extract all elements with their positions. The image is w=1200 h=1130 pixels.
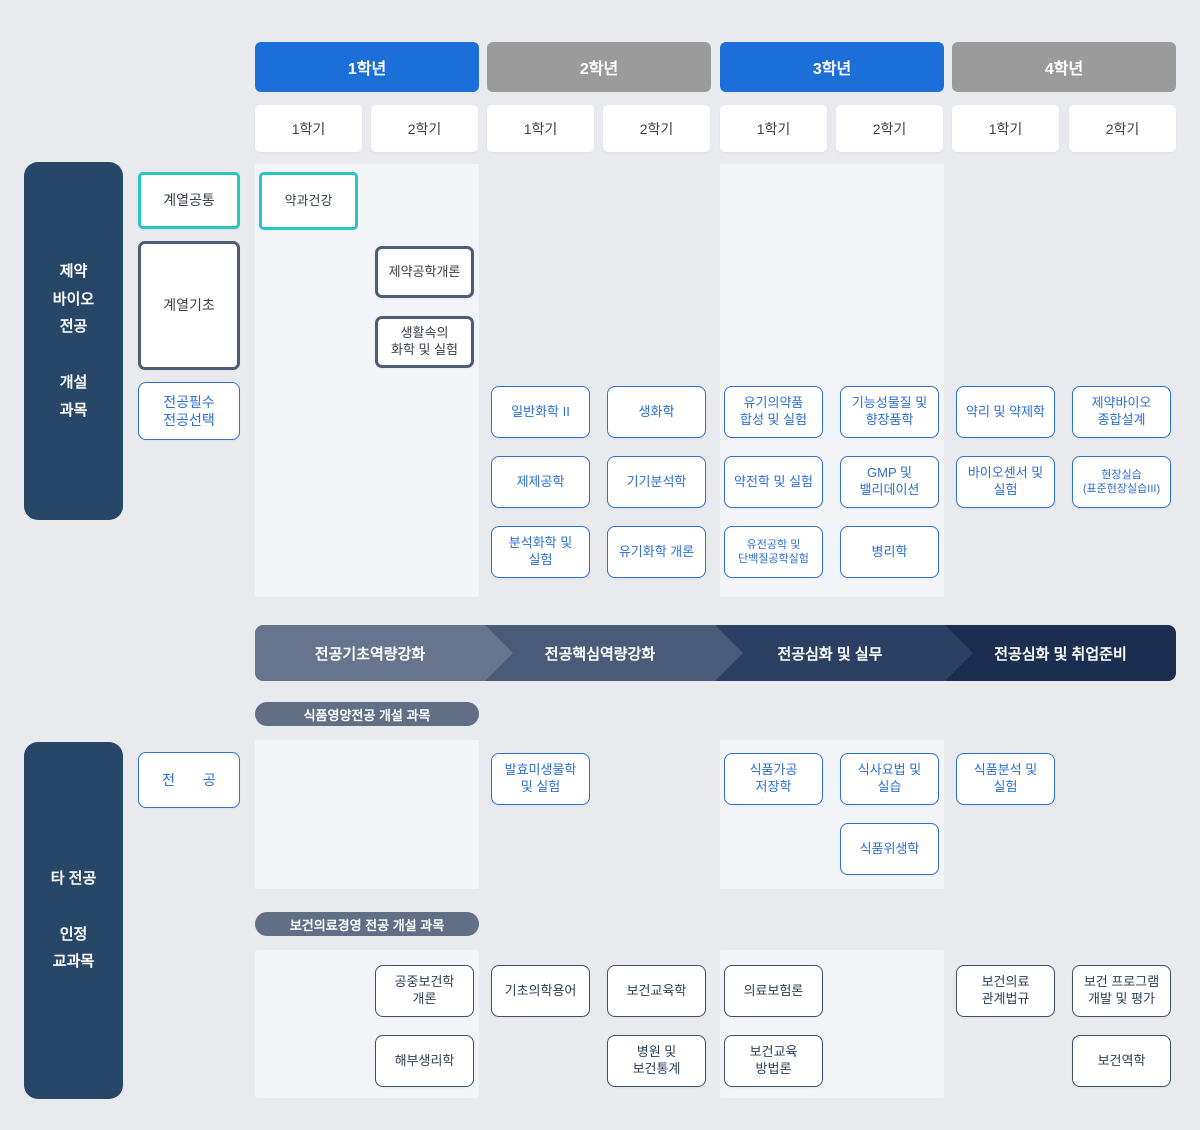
course-box: 제약바이오 종합설계	[1072, 386, 1171, 438]
course-box: 유전공학 및 단백질공학실험	[724, 526, 823, 578]
course-box: 약전학 및 실험	[724, 456, 823, 508]
course-box: 식품위생학	[840, 823, 939, 875]
legend-series-basic: 계열기초	[138, 241, 240, 370]
legend-series-common: 계열공통	[138, 172, 240, 229]
course-box: 제약공학개론	[375, 246, 474, 298]
course-box: 유기의약품 합성 및 실험	[724, 386, 823, 438]
year-header-3: 3학년	[720, 42, 944, 92]
course-box: 분석화학 및 실험	[491, 526, 590, 578]
panel-year3-top	[720, 164, 944, 597]
roadmap-step-label: 전공심화 및 취업준비	[994, 645, 1127, 663]
course-box: 유기화학 개론	[607, 526, 706, 578]
course-box: 기초의학용어	[491, 965, 590, 1017]
section-pill-health-care: 보건의료경영 전공 개설 과목	[255, 912, 479, 936]
course-box: 보건의료 관계법규	[956, 965, 1055, 1017]
legend-major: 전 공	[138, 752, 240, 808]
section-pill-food-nutrition: 식품영양전공 개설 과목	[255, 702, 479, 726]
course-box: 기능성물질 및 향장품학	[840, 386, 939, 438]
course-box: 공중보건학 개론	[375, 965, 474, 1017]
course-box: 의료보험론	[724, 965, 823, 1017]
sidebar-pharma-bio-major: 제약 바이오 전공 개설 과목	[24, 162, 123, 520]
course-box: 생활속의 화학 및 실험	[375, 316, 474, 368]
semester-header-y2s1: 1학기	[487, 105, 594, 152]
competency-roadmap-banner: 전공기초역량강화 전공핵심역량강화 전공심화 및 실무 전공심화 및 취업준비	[255, 625, 1176, 681]
course-box: 보건역학	[1072, 1035, 1171, 1087]
course-box: 보건교육학	[607, 965, 706, 1017]
year-header-4: 4학년	[952, 42, 1176, 92]
semester-header-y2s2: 2학기	[603, 105, 710, 152]
course-box: 병원 및 보건통계	[607, 1035, 706, 1087]
course-box: 약리 및 약제학	[956, 386, 1055, 438]
semester-header-y1s1: 1학기	[255, 105, 362, 152]
course-box: 일반화학 II	[491, 386, 590, 438]
course-box: 식품분석 및 실험	[956, 753, 1055, 805]
course-box: 생화학	[607, 386, 706, 438]
course-box: 보건 프로그램 개발 및 평가	[1072, 965, 1171, 1017]
sidebar-other-major-credit: 타 전공 인정 교과목	[24, 742, 123, 1099]
course-box: 현장실습 (표준현장실습III)	[1072, 456, 1171, 508]
year-header-2: 2학년	[487, 42, 711, 92]
year-header-1: 1학년	[255, 42, 479, 92]
roadmap-step-label: 전공심화 및 실무	[777, 645, 883, 663]
course-box: 병리학	[840, 526, 939, 578]
course-box: 제제공학	[491, 456, 590, 508]
course-box: 약과건강	[259, 172, 358, 230]
legend-major-required-elective: 전공필수 전공선택	[138, 382, 240, 440]
semester-header-y3s2: 2학기	[836, 105, 943, 152]
roadmap-step-4: 전공심화 및 취업준비	[945, 625, 1176, 681]
course-box: GMP 및 밸리데이션	[840, 456, 939, 508]
roadmap-step-2: 전공핵심역량강화	[485, 625, 743, 681]
course-box: 기기분석학	[607, 456, 706, 508]
roadmap-step-3: 전공심화 및 실무	[715, 625, 973, 681]
course-box: 식사요법 및 실습	[840, 753, 939, 805]
panel-year1-food	[255, 740, 479, 889]
semester-header-y4s2: 2학기	[1069, 105, 1176, 152]
course-box: 해부생리학	[375, 1035, 474, 1087]
course-box: 식품가공 저장학	[724, 753, 823, 805]
course-box: 발효미생물학 및 실험	[491, 753, 590, 805]
semester-header-y4s1: 1학기	[952, 105, 1059, 152]
course-box: 보건교육 방법론	[724, 1035, 823, 1087]
semester-header-y3s1: 1학기	[720, 105, 827, 152]
course-box: 바이오센서 및 실험	[956, 456, 1055, 508]
roadmap-step-label: 전공기초역량강화	[314, 645, 426, 663]
roadmap-step-label: 전공핵심역량강화	[544, 645, 656, 663]
panel-year1-top	[255, 164, 479, 597]
roadmap-step-1: 전공기초역량강화	[255, 625, 513, 681]
semester-header-y1s2: 2학기	[371, 105, 478, 152]
